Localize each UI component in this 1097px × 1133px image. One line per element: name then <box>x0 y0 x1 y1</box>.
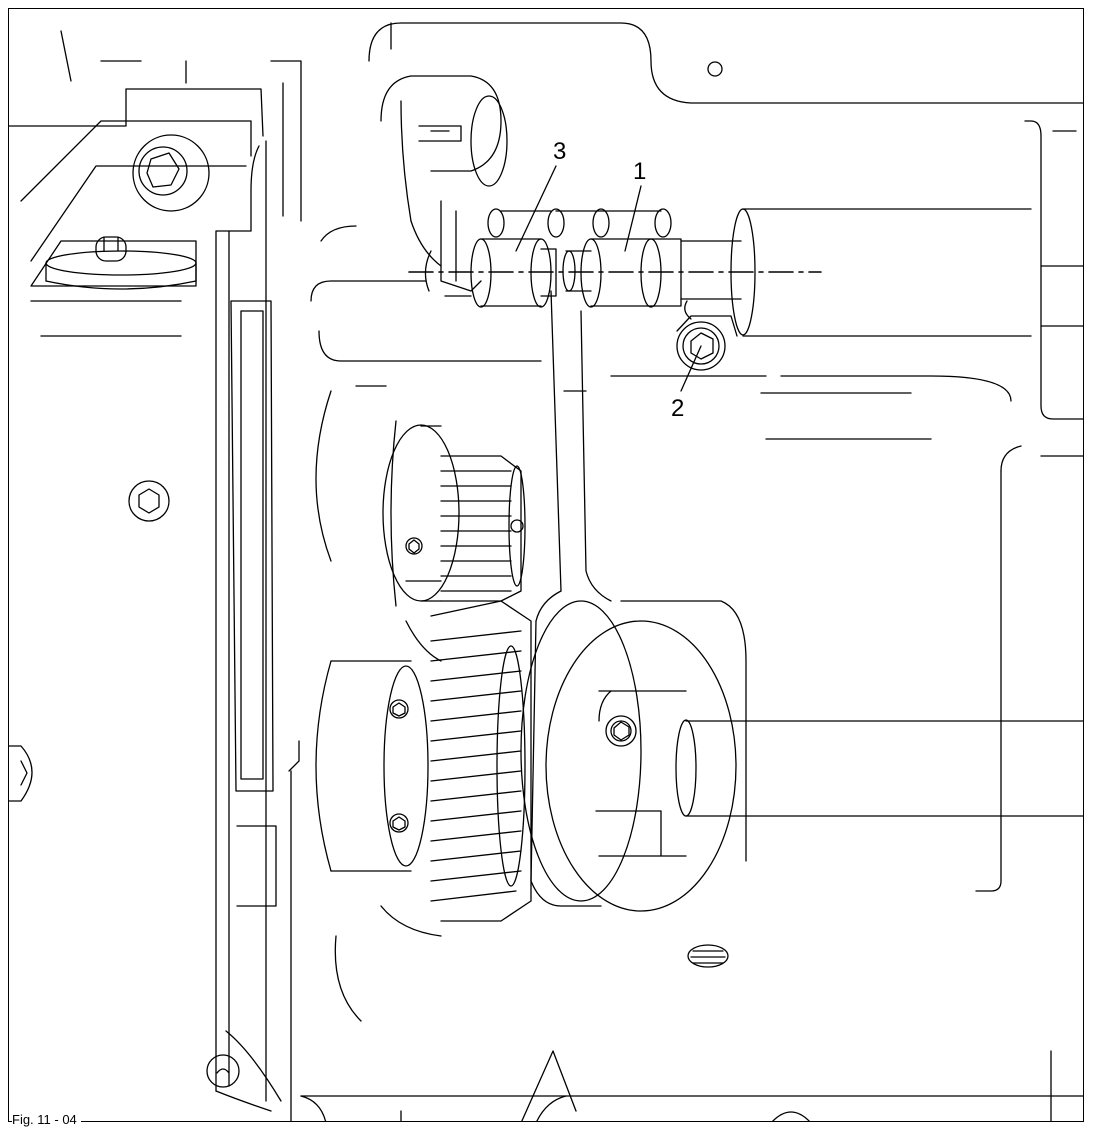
callout-1: 1 <box>633 158 646 185</box>
lower-features <box>300 935 1083 1121</box>
connecting-rod <box>535 290 612 622</box>
figure-caption: Fig. 11 - 04 <box>12 1112 81 1128</box>
upper-lever <box>380 75 508 297</box>
upper-shaft-assembly <box>408 208 1032 371</box>
housing-screws <box>9 480 240 1088</box>
callout-2: 2 <box>671 395 684 422</box>
figure-frame: 1 2 3 <box>8 8 1084 1122</box>
callout-3: 3 <box>553 138 566 165</box>
lower-gear <box>315 600 532 937</box>
upper-casting <box>310 22 1083 892</box>
left-housing <box>9 30 302 1121</box>
top-left-block <box>20 120 252 337</box>
callout-leaders <box>515 165 702 392</box>
lower-shaft <box>675 719 1083 817</box>
eccentric-disc <box>520 600 747 912</box>
upper-gear <box>315 390 526 662</box>
technical-drawing: 1 2 3 <box>9 22 1083 1121</box>
